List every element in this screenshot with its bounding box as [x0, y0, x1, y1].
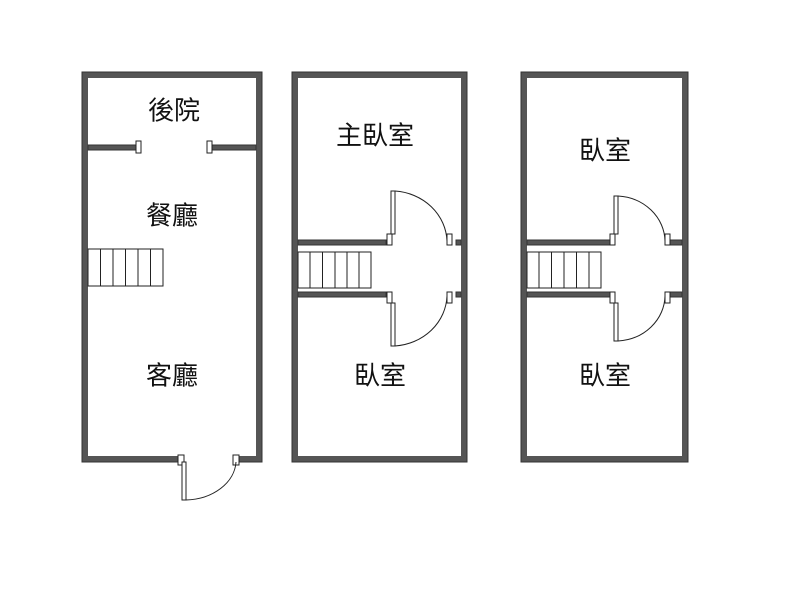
floor-1-plan: 後院 餐廳 客廳 — [81, 71, 263, 501]
staircase — [297, 251, 372, 289]
door-jamb — [664, 291, 671, 304]
door-jamb — [609, 233, 616, 246]
door-jamb — [386, 233, 393, 246]
room-label-backyard: 後院 — [148, 97, 200, 127]
backyard-partition-left — [87, 144, 139, 151]
door-jamb — [177, 454, 185, 466]
backyard-partition-right — [209, 144, 257, 151]
room-label-bedroom-upper: 臥室 — [579, 137, 631, 167]
door-jamb — [446, 233, 453, 246]
staircase — [526, 251, 602, 289]
front-door[interactable] — [181, 461, 237, 501]
floor-2-plan: 主臥室 臥室 — [291, 71, 468, 463]
bedroom-door[interactable] — [390, 295, 448, 347]
room-label-bedroom-lower: 臥室 — [579, 362, 631, 392]
door-jamb — [386, 291, 393, 304]
bedroom-lower-door[interactable] — [613, 295, 666, 342]
room-label-living-room: 客廳 — [146, 362, 198, 392]
master-bedroom-door[interactable] — [390, 190, 448, 242]
door-jamb — [446, 291, 453, 304]
room-label-dining-room: 餐廳 — [146, 202, 198, 232]
door-jamb — [206, 140, 213, 154]
door-jamb — [609, 291, 616, 304]
room-label-bedroom: 臥室 — [354, 362, 406, 392]
door-jamb — [664, 233, 671, 246]
room-label-master-bedroom: 主臥室 — [336, 122, 414, 152]
door-jamb — [135, 140, 142, 154]
floor-3-plan: 臥室 臥室 — [520, 71, 689, 463]
bedroom-upper-door[interactable] — [613, 195, 666, 242]
staircase — [87, 248, 164, 287]
